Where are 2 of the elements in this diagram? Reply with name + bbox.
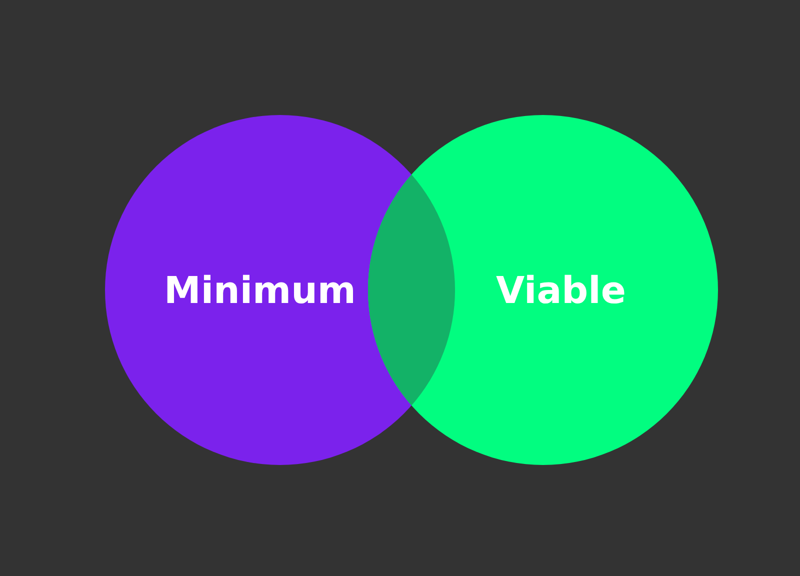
circle-label: Minimum	[164, 268, 356, 312]
circle-label: Viable	[496, 268, 626, 312]
